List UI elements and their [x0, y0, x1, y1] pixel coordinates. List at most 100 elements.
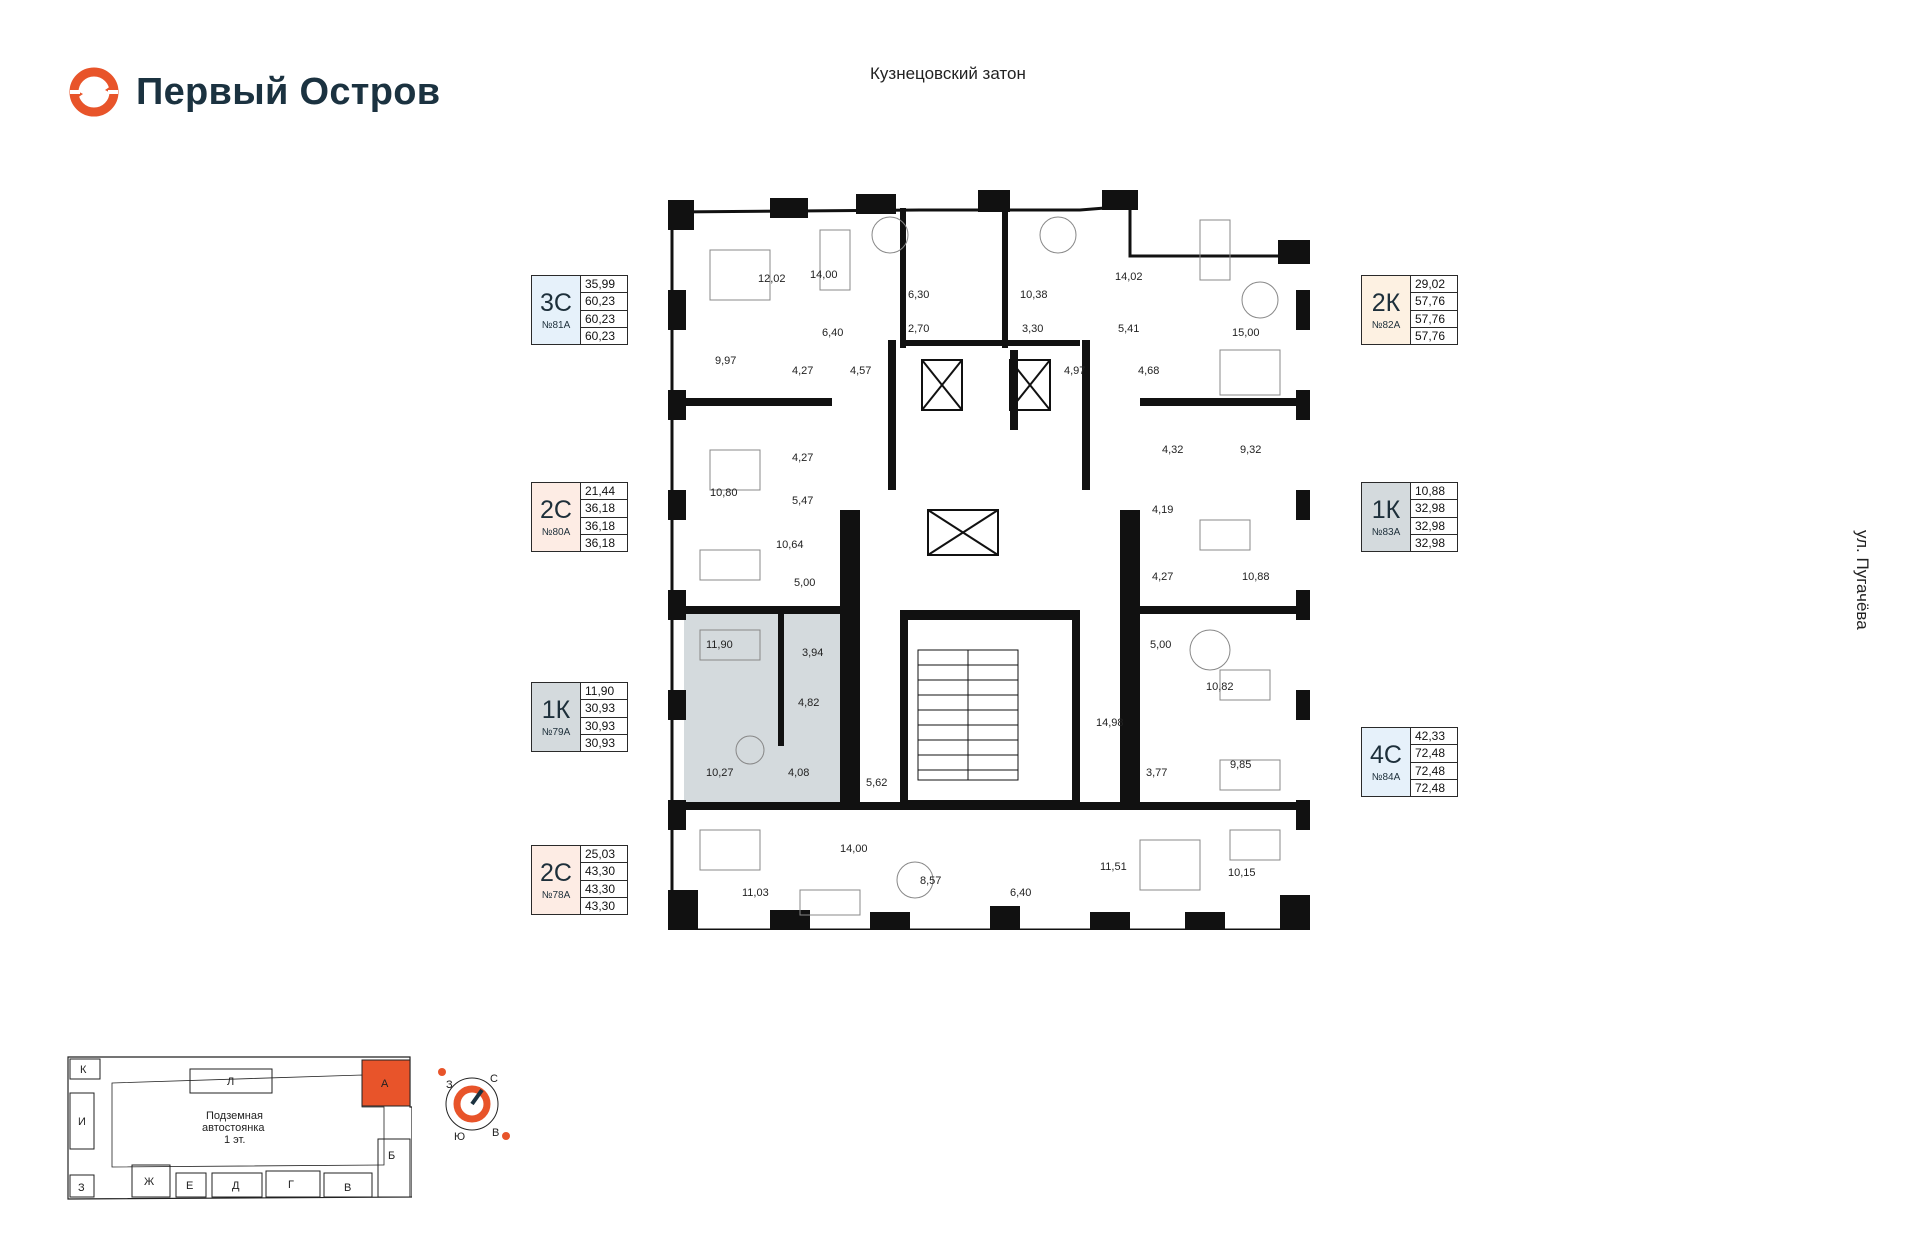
compass-west: З	[446, 1079, 453, 1091]
room-area: 4,82	[798, 697, 819, 709]
street-label-top: Кузнецовский затон	[870, 64, 1026, 83]
room-area: 5,62	[866, 777, 887, 789]
apartment-badge-79a[interactable]: 1К №79А 11,90 30,93 30,93 30,93	[531, 682, 628, 752]
area-value: 43,30	[581, 863, 627, 881]
logo-icon	[69, 67, 119, 117]
apartment-areas: 42,33 72,48 72,48 72,48	[1411, 728, 1457, 796]
room-area: 10,88	[1242, 571, 1270, 583]
room-area: 4,32	[1162, 444, 1183, 456]
apartment-type: 2С	[540, 495, 572, 524]
area-value: 42,33	[1411, 728, 1457, 746]
room-area: 11,51	[1100, 861, 1127, 873]
apartment-areas: 35,99 60,23 60,23 60,23	[581, 276, 627, 344]
furniture	[699, 216, 1281, 916]
apartment-number: №78А	[541, 889, 571, 901]
room-area: 11,90	[706, 639, 733, 651]
room-area: 10,64	[776, 539, 804, 551]
room-area: 9,85	[1230, 759, 1251, 771]
room-labels: 12,02 14,00 6,30 10,38 14,02 15,00 6,40 …	[706, 269, 1270, 899]
area-value: 32,98	[1411, 500, 1457, 518]
section-label: Е	[186, 1180, 193, 1192]
room-area: 3,30	[1022, 323, 1043, 335]
badge-tag: 1К №83А	[1362, 483, 1411, 551]
room-area: 6,40	[822, 327, 843, 339]
room-area: 5,00	[794, 577, 815, 589]
parking-label: Подземная	[206, 1110, 263, 1122]
apartment-number: №82А	[1371, 319, 1401, 331]
compass-east: В	[492, 1127, 499, 1139]
apartment-badge-81a[interactable]: 3С №81А 35,99 60,23 60,23 60,23	[531, 275, 628, 345]
area-value: 57,76	[1411, 311, 1457, 328]
area-value: 57,76	[1411, 293, 1457, 311]
section-v	[323, 1172, 373, 1198]
room-area: 2,70	[908, 323, 929, 335]
room-area: 14,98	[1096, 717, 1124, 729]
section-label: И	[78, 1116, 86, 1128]
parking-outline	[111, 1074, 385, 1168]
apartment-areas: 25,03 43,30 43,30 43,30	[581, 846, 627, 914]
room-area: 10,80	[710, 487, 738, 499]
section-k	[69, 1058, 101, 1080]
area-value: 10,88	[1411, 483, 1457, 501]
area-value: 25,03	[581, 846, 627, 864]
room-area: 5,00	[1150, 639, 1171, 651]
apartment-badge-80a[interactable]: 2С №80А 21,44 36,18 36,18 36,18	[531, 482, 628, 552]
floor-plan: 12,02 14,00 6,30 10,38 14,02 15,00 6,40 …	[668, 190, 1310, 930]
room-area: 12,02	[758, 273, 786, 285]
area-value: 35,99	[581, 276, 627, 294]
area-value: 36,18	[585, 535, 616, 550]
apartment-areas: 21,44 36,18 36,18 36,18	[581, 483, 627, 551]
site-minimap: К Л А И З Ж Е Д Г В Б Подземная автостоя…	[67, 1056, 412, 1200]
area-value: 11,90	[581, 683, 627, 701]
section-i	[69, 1092, 95, 1150]
room-area: 10,82	[1206, 681, 1234, 693]
room-area: 9,97	[715, 355, 736, 367]
apartment-number: №80А	[541, 526, 571, 538]
apartment-type: 3С	[540, 288, 572, 317]
area-value: 30,93	[581, 700, 627, 718]
area-value: 21,44	[581, 483, 627, 501]
area-value: 43,30	[585, 898, 616, 913]
room-area: 5,47	[792, 495, 813, 507]
apartment-badge-82a[interactable]: 2К №82А 29,02 57,76 57,76 57,76	[1361, 275, 1458, 345]
area-value: 43,30	[581, 881, 627, 898]
elevator-shafts	[921, 359, 1051, 556]
structural-columns	[668, 190, 1310, 930]
room-area: 10,27	[706, 767, 734, 779]
section-label: Г	[288, 1179, 294, 1191]
section-label: В	[344, 1182, 351, 1194]
section-e	[175, 1172, 207, 1198]
room-area: 10,38	[1020, 289, 1048, 301]
section-l	[189, 1068, 273, 1094]
room-area: 4,27	[1152, 571, 1173, 583]
staircase	[917, 649, 1019, 781]
area-value: 30,93	[581, 718, 627, 735]
room-area: 6,40	[1010, 887, 1031, 899]
apartment-79a-fill	[684, 610, 854, 806]
apartment-badge-78a[interactable]: 2С №78А 25,03 43,30 43,30 43,30	[531, 845, 628, 915]
room-area: 4,27	[792, 365, 813, 377]
apartment-badge-83a[interactable]: 1К №83А 10,88 32,98 32,98 32,98	[1361, 482, 1458, 552]
badge-tag: 2С №78А	[532, 846, 581, 914]
apartment-number: №84А	[1371, 771, 1401, 783]
room-area: 4,19	[1152, 504, 1173, 516]
apartment-number: №79А	[541, 726, 571, 738]
area-value: 60,23	[581, 311, 627, 328]
area-value: 32,98	[1411, 518, 1457, 535]
area-value: 32,98	[1415, 535, 1446, 550]
section-zh	[131, 1164, 171, 1198]
badge-tag: 4С №84А	[1362, 728, 1411, 796]
area-value: 57,76	[1415, 328, 1446, 343]
section-g	[265, 1170, 321, 1198]
outer-wall	[670, 204, 1310, 930]
section-z	[69, 1174, 95, 1198]
room-area: 10,15	[1228, 867, 1256, 879]
area-value: 60,23	[585, 328, 616, 343]
room-area: 11,03	[742, 887, 769, 899]
area-value: 60,23	[581, 293, 627, 311]
room-area: 14,00	[840, 843, 868, 855]
parking-label: 1 эт.	[224, 1134, 245, 1146]
section-label: З	[78, 1182, 85, 1194]
apartment-badge-84a[interactable]: 4С №84А 42,33 72,48 72,48 72,48	[1361, 727, 1458, 797]
room-area: 15,00	[1232, 327, 1260, 339]
